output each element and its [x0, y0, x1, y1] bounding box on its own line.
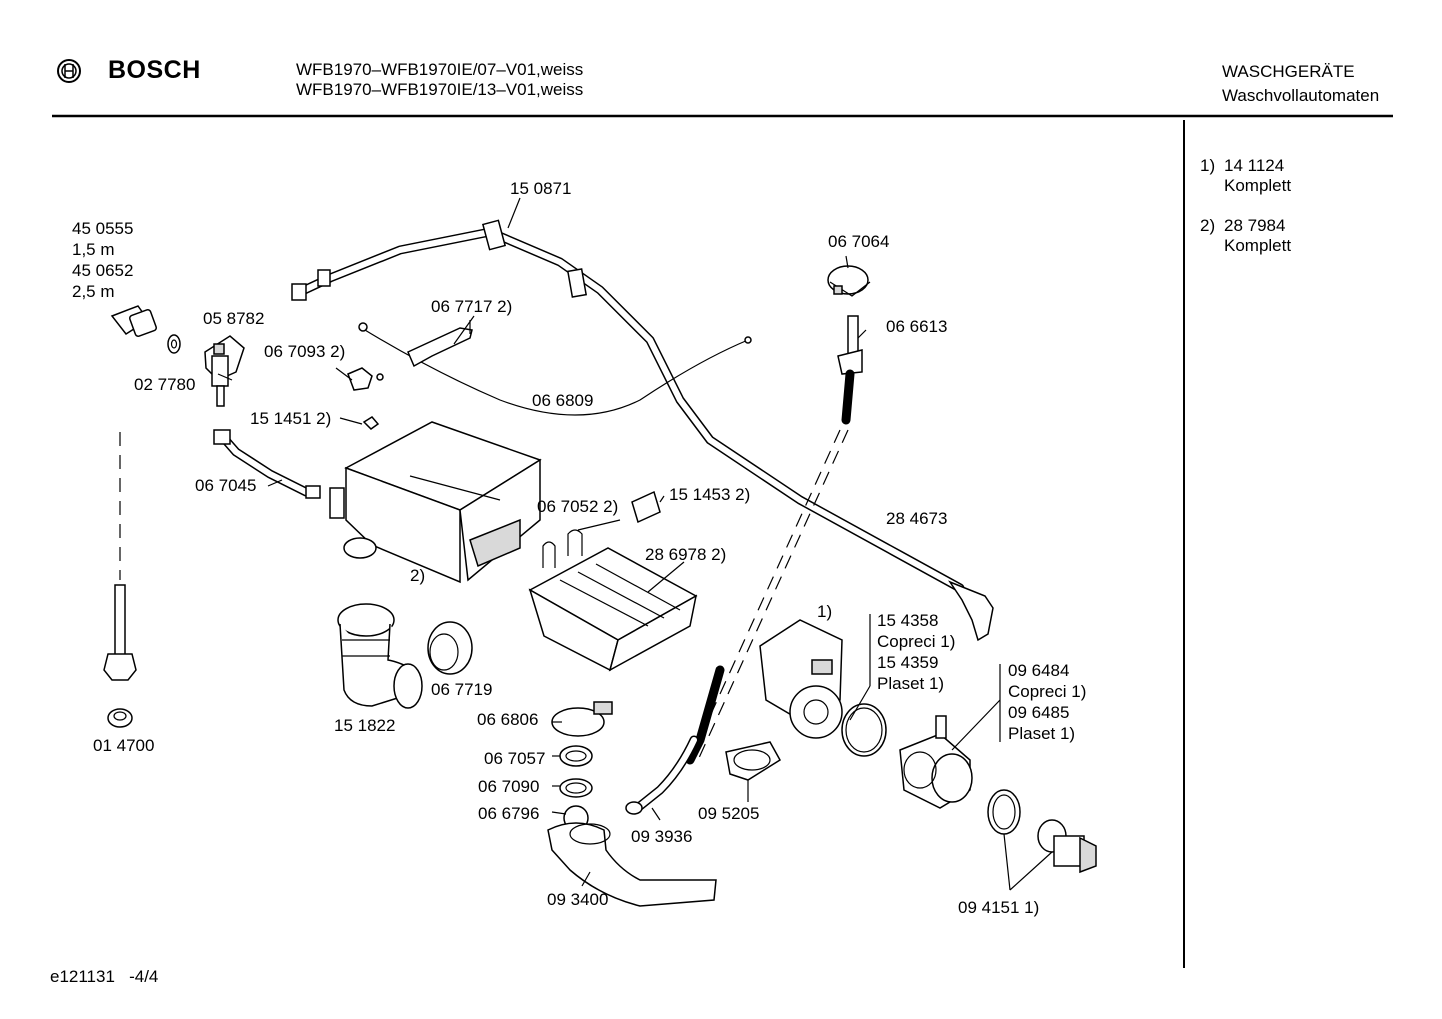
page-number: -4/4	[129, 967, 159, 986]
footnote-2: 2) 28 7984 Komplett	[1200, 216, 1291, 256]
part-label: 01 4700	[93, 736, 155, 755]
pressure-switch-part	[689, 265, 871, 761]
footnote-code: 14 1124	[1224, 156, 1285, 175]
part-label: 09 6485	[1008, 703, 1070, 722]
part-label: 06 7093 2)	[264, 342, 346, 361]
footnote-1: 1) 14 1124 Komplett	[1200, 156, 1291, 196]
part-label: 15 4358	[877, 611, 939, 630]
part-label: 06 7052 2)	[537, 497, 619, 516]
part-label: 02 7780	[134, 375, 196, 394]
part-label: 06 7045	[195, 476, 257, 495]
pump-seal-part	[841, 703, 887, 757]
part-label: 45 0652	[72, 261, 134, 280]
small-hose-part	[213, 429, 321, 499]
part-label: 15 1453 2)	[669, 485, 751, 504]
washer-ring-part	[167, 334, 181, 354]
filter-ring-part	[987, 789, 1021, 835]
model-number: WFB1970–WFB1970IE/07–V01,weiss WFB1970–W…	[296, 60, 583, 100]
leader-lines	[217, 197, 1053, 891]
footnotes: 1) 14 1124 Komplett 2) 28 7984 Komplett	[1200, 156, 1291, 276]
model-line-2: WFB1970–WFB1970IE/13–V01,weiss	[296, 80, 584, 99]
part-label: 06 7064	[828, 232, 890, 251]
part-label: 06 6613	[886, 317, 948, 336]
part-label: Copreci 1)	[877, 632, 956, 651]
footnote-code: 28 7984	[1224, 216, 1286, 235]
part-label: 2,5 m	[72, 282, 115, 301]
part-label: 15 1822	[334, 716, 396, 735]
part-label: Plaset 1)	[877, 674, 945, 693]
part-label: 15 4359	[877, 653, 939, 672]
part-label: 45 0555	[72, 219, 134, 238]
part-label: 15 1451 2)	[250, 409, 332, 428]
cable-part	[358, 322, 752, 416]
drain-hose-part	[625, 665, 725, 815]
u-clips-part	[542, 529, 583, 568]
bracket-part	[407, 320, 473, 368]
part-label: 09 5205	[698, 804, 760, 823]
footnote-number: 1)	[1200, 156, 1216, 175]
footnote-number: 2)	[1200, 216, 1216, 235]
flap-part	[631, 490, 661, 524]
sleeve-part	[427, 621, 473, 675]
footer: e121131 -4/4	[50, 967, 158, 987]
small-spring-part	[362, 416, 380, 430]
o-ring-part	[559, 778, 593, 798]
part-label: 09 3936	[631, 827, 693, 846]
category: WASCHGERÄTE	[1222, 62, 1355, 81]
bosch-logo-icon	[57, 59, 81, 83]
sump-part	[547, 822, 717, 907]
top-hose-part	[291, 219, 994, 642]
part-label: 15 0871	[510, 179, 572, 198]
part-label: 06 6796	[478, 804, 540, 823]
drain-pump-part	[759, 619, 843, 739]
filter-housing-part	[899, 715, 973, 809]
part-label: 09 4151 1)	[958, 898, 1040, 917]
gasket-part	[551, 701, 613, 737]
part-label: 2)	[410, 566, 426, 585]
part-label: 09 6484	[1008, 661, 1070, 680]
part-label: 28 4673	[886, 509, 948, 528]
part-label: 05 8782	[203, 309, 265, 328]
part-label: 06 6809	[532, 391, 594, 410]
inlet-valve-part	[204, 335, 245, 407]
drawer-housing-part	[329, 421, 542, 584]
part-label: 06 7090	[478, 777, 540, 796]
diagram-reference: e121131	[50, 967, 115, 986]
seal-ring-part	[559, 745, 593, 767]
part-label: 06 6806	[477, 710, 539, 729]
part-label: 09 3400	[547, 890, 609, 909]
filter-cover-part	[725, 741, 782, 781]
detergent-drawer-part	[528, 547, 698, 672]
footnote-text: Komplett	[1224, 236, 1292, 255]
part-label: 1,5 m	[72, 240, 115, 259]
brand-name: BOSCH	[108, 56, 201, 84]
part-label: 28 6978 2)	[645, 545, 727, 564]
clip-part	[347, 367, 384, 391]
bellows-part	[337, 603, 423, 709]
footnote-text: Komplett	[1224, 176, 1292, 195]
model-line-1: WFB1970–WFB1970IE/07–V01,weiss	[296, 60, 584, 79]
drain-filter-part	[1037, 819, 1097, 874]
subcategory: Waschvollautomaten	[1222, 86, 1380, 105]
inlet-hose-part	[103, 305, 158, 728]
category-block: WASCHGERÄTE Waschvollautomaten	[1222, 60, 1379, 108]
part-label: 06 7717 2)	[431, 297, 513, 316]
part-label: 06 7057	[484, 749, 546, 768]
part-label: 1)	[817, 602, 833, 621]
part-label: Plaset 1)	[1008, 724, 1076, 743]
part-label: 06 7719	[431, 680, 493, 699]
part-label: Copreci 1)	[1008, 682, 1087, 701]
